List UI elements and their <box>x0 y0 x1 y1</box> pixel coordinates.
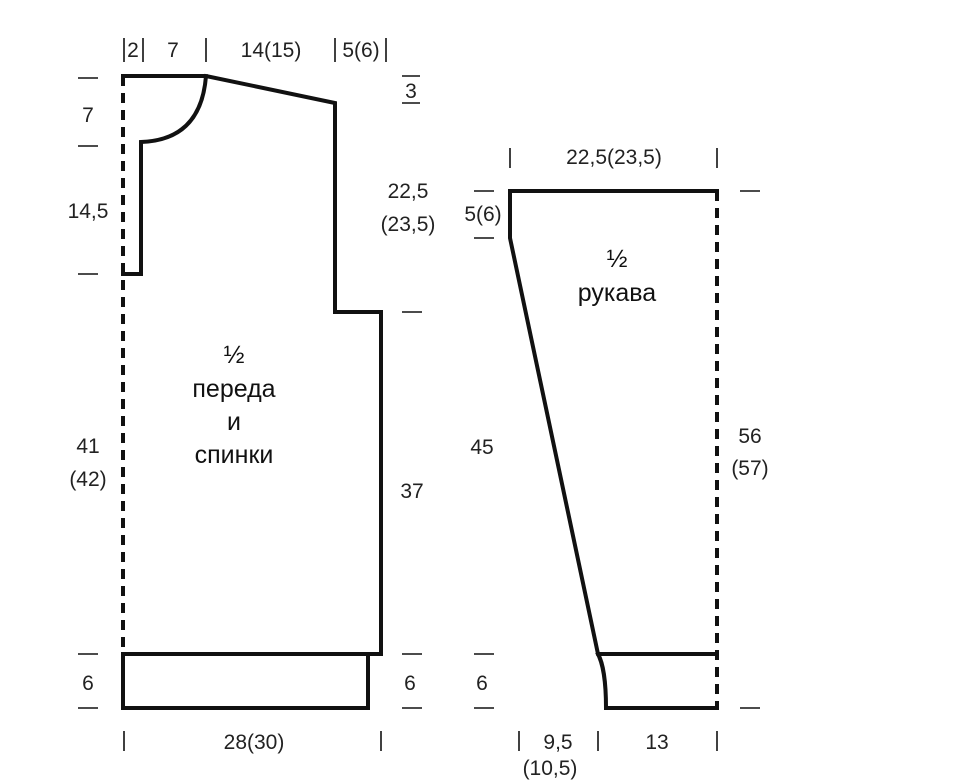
body-right-main-dim: 37 <box>400 480 423 503</box>
body-label-line1: переда <box>192 375 275 403</box>
sleeve-left-main-dim: 45 <box>470 436 493 459</box>
body-top-dim-2: 2 <box>127 39 139 62</box>
body-top-dim-shoulder: 14(15) <box>241 39 302 62</box>
body-label-line3: спинки <box>195 441 274 469</box>
body-label-half: ½ <box>224 341 245 369</box>
body-armhole-dim: 22,5 <box>388 180 429 203</box>
sleeve-label-half: ½ <box>607 245 628 273</box>
sleeve-bottom-left-alt-dim: (10,5) <box>523 757 578 780</box>
sleeve-top-width-dim: 22,5(23,5) <box>566 146 662 169</box>
body-ribbing-band <box>121 652 370 710</box>
body-neck-depth-dim: 7 <box>82 104 94 127</box>
sleeve-left-rib-dim: 6 <box>476 672 488 695</box>
sleeve-label-line1: рукава <box>578 279 657 307</box>
sleeve-bottom-right-dim: 13 <box>645 731 668 754</box>
body-top-dim-5: 5(6) <box>342 39 379 62</box>
body-right-rib-dim: 6 <box>404 672 416 695</box>
sleeve-right-total-alt-dim: (57) <box>731 457 768 480</box>
sleeve-cuff <box>595 651 719 710</box>
body-top-dim-7: 7 <box>167 39 179 62</box>
body-neck-lower-dim: 14,5 <box>68 200 109 223</box>
body-shoulder-slope-dim: 3 <box>405 80 417 103</box>
body-piece: 2 7 14(15) 5(6) 3 7 14,5 41 (42) 6 22,5 … <box>68 38 436 754</box>
body-outline <box>121 73 383 656</box>
body-label-line2: и <box>227 408 241 436</box>
sleeve-cap-dim: 5(6) <box>464 203 501 226</box>
body-left-rib-dim: 6 <box>82 672 94 695</box>
sleeve-right-total-dim: 56 <box>738 425 761 448</box>
body-left-main-alt-dim: (42) <box>69 468 106 491</box>
body-armhole-alt-dim: (23,5) <box>381 213 436 236</box>
body-left-main-dim: 41 <box>76 435 99 458</box>
sleeve-bottom-left-dim: 9,5 <box>543 731 572 754</box>
sleeve-outline <box>508 189 719 656</box>
sleeve-piece: 22,5(23,5) 5(6) 45 6 56 (57) 9,5 (10,5) … <box>464 146 768 780</box>
body-bottom-width-dim: 28(30) <box>224 731 285 754</box>
